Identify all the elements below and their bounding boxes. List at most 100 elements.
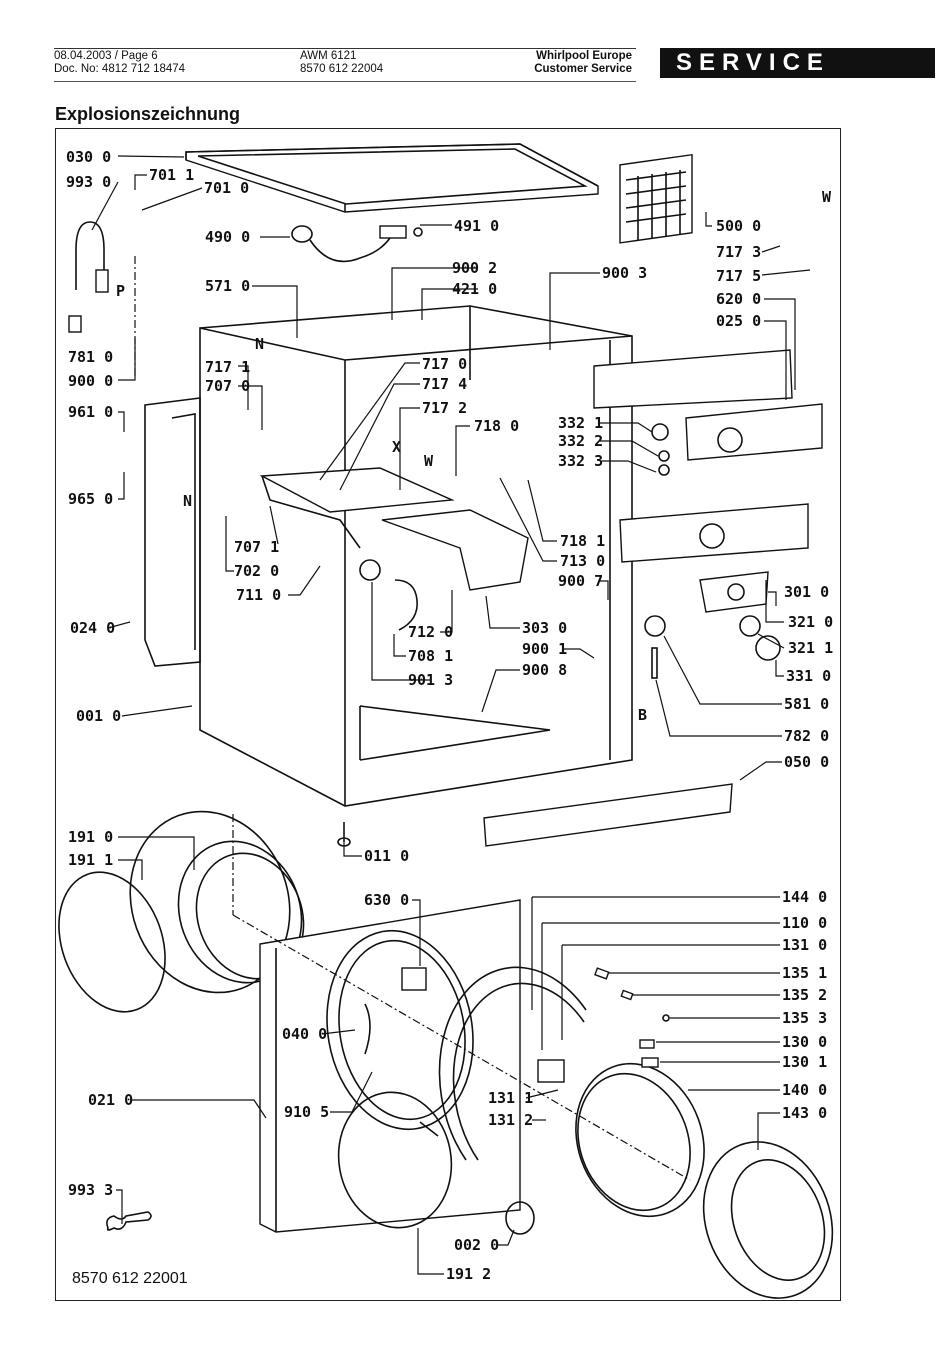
part-label: 143 0 xyxy=(782,1104,827,1122)
part-label: 040 0 xyxy=(282,1025,327,1043)
date-page: 08.04.2003 / Page 6 xyxy=(54,50,158,62)
part-label: 135 1 xyxy=(782,964,827,982)
marker-label: B xyxy=(638,706,647,724)
part-label: 581 0 xyxy=(784,695,829,713)
spanner-tool-part xyxy=(106,1211,152,1231)
marker-label: P xyxy=(116,282,125,300)
part-label: 712 0 xyxy=(408,623,453,641)
part-label: 900 8 xyxy=(522,661,567,679)
part-label: 701 1 xyxy=(149,166,194,184)
part-label: 630 0 xyxy=(364,891,409,909)
part-label: 717 2 xyxy=(422,399,467,417)
part-label: 620 0 xyxy=(716,290,761,308)
part-label: 713 0 xyxy=(560,552,605,570)
page-title: Explosionszeichnung xyxy=(55,104,241,124)
doc-number: Doc. No: 4812 712 18474 xyxy=(54,63,186,75)
marker-label: W xyxy=(822,188,832,206)
part-label: 718 0 xyxy=(474,417,519,435)
part-label: 050 0 xyxy=(784,753,829,771)
part-label: 711 0 xyxy=(236,586,281,604)
part-label: 191 0 xyxy=(68,828,113,846)
part-label: 993 0 xyxy=(66,173,111,191)
leader-lines xyxy=(91,155,811,1275)
part-label: 707 1 xyxy=(234,538,279,556)
part-label: 490 0 xyxy=(205,228,250,246)
header-right: Whirlpool Europe Customer Service xyxy=(534,50,632,76)
part-label: 001 0 xyxy=(76,707,121,725)
model-name: AWM 6121 xyxy=(300,50,357,62)
letter-markers: P N N X W W B xyxy=(116,188,832,724)
part-label: 135 3 xyxy=(782,1009,827,1027)
part-label: 301 0 xyxy=(784,583,829,601)
part-label: 901 3 xyxy=(408,671,453,689)
part-label: 961 0 xyxy=(68,403,113,421)
part-label: 144 0 xyxy=(782,888,827,906)
power-cord-part xyxy=(291,225,423,263)
marker-label: N xyxy=(255,335,264,353)
part-label: 131 2 xyxy=(488,1111,533,1129)
part-label: 781 0 xyxy=(68,348,113,366)
part-label: 708 1 xyxy=(408,647,453,665)
header-left: 08.04.2003 / Page 6 Doc. No: 4812 712 18… xyxy=(54,50,185,76)
marker-label: W xyxy=(424,452,434,470)
document-header: 08.04.2003 / Page 6 Doc. No: 4812 712 18… xyxy=(54,48,636,82)
detergent-dispenser-part xyxy=(259,467,529,591)
part-label: 717 5 xyxy=(716,267,761,285)
part-label: 993 3 xyxy=(68,1181,113,1199)
part-label: 717 1 xyxy=(205,358,250,376)
part-label: 332 1 xyxy=(558,414,603,432)
door-frame-part xyxy=(438,966,587,1161)
side-panel-part xyxy=(144,397,201,667)
pressure-switch-part xyxy=(644,615,666,679)
part-label: 011 0 xyxy=(364,847,409,865)
hose-part xyxy=(359,559,418,631)
outer-door-part xyxy=(575,1062,834,1299)
department-name: Customer Service xyxy=(534,63,632,75)
part-label: 717 4 xyxy=(422,375,467,393)
part-label: 130 1 xyxy=(782,1053,827,1071)
part-label: 130 0 xyxy=(782,1033,827,1051)
part-label: 701 0 xyxy=(204,179,249,197)
part-label: 717 3 xyxy=(716,243,761,261)
knobs-part xyxy=(651,423,781,661)
cabinet-part xyxy=(199,305,633,807)
part-label: 910 5 xyxy=(284,1103,329,1121)
part-label: 718 1 xyxy=(560,532,605,550)
drawing-number: 8570 612 22001 xyxy=(72,1270,188,1287)
part-label: 002 0 xyxy=(454,1236,499,1254)
part-label: 702 0 xyxy=(234,562,279,580)
part-label: 900 3 xyxy=(602,264,647,282)
inner-door-glass-part xyxy=(337,1091,453,1229)
part-label: 140 0 xyxy=(782,1081,827,1099)
drain-cap-part xyxy=(505,1201,535,1235)
part-label: 110 0 xyxy=(782,914,827,932)
part-label: 421 0 xyxy=(452,280,497,298)
part-label: 332 2 xyxy=(558,432,603,450)
part-label: 021 0 xyxy=(88,1091,133,1109)
top-cover-part xyxy=(185,143,599,213)
part-label: 707 0 xyxy=(205,377,250,395)
part-label: 965 0 xyxy=(68,490,113,508)
part-label: 571 0 xyxy=(205,277,250,295)
part-label: 030 0 xyxy=(66,148,111,166)
company-name: Whirlpool Europe xyxy=(536,50,632,62)
model-code: 8570 612 22004 xyxy=(300,63,384,75)
part-labels: 030 0 993 0 701 1 701 0 490 0 491 0 500 … xyxy=(66,148,833,1283)
part-label: 332 3 xyxy=(558,452,603,470)
part-label: 135 2 xyxy=(782,986,827,1004)
part-label: 303 0 xyxy=(522,619,567,637)
control-panels-part xyxy=(593,349,823,613)
part-label: 782 0 xyxy=(784,727,829,745)
part-label: 491 0 xyxy=(454,217,499,235)
part-label: 900 7 xyxy=(558,572,603,590)
front-panel-part xyxy=(259,899,521,1233)
part-label: 321 1 xyxy=(788,639,833,657)
marker-label: N xyxy=(183,492,192,510)
part-label: 191 2 xyxy=(446,1265,491,1283)
kick-plate-part xyxy=(483,783,733,847)
part-label: 900 2 xyxy=(452,259,497,277)
part-label: 191 1 xyxy=(68,851,113,869)
control-module-part xyxy=(619,153,693,244)
inlet-hose-part xyxy=(68,221,109,333)
